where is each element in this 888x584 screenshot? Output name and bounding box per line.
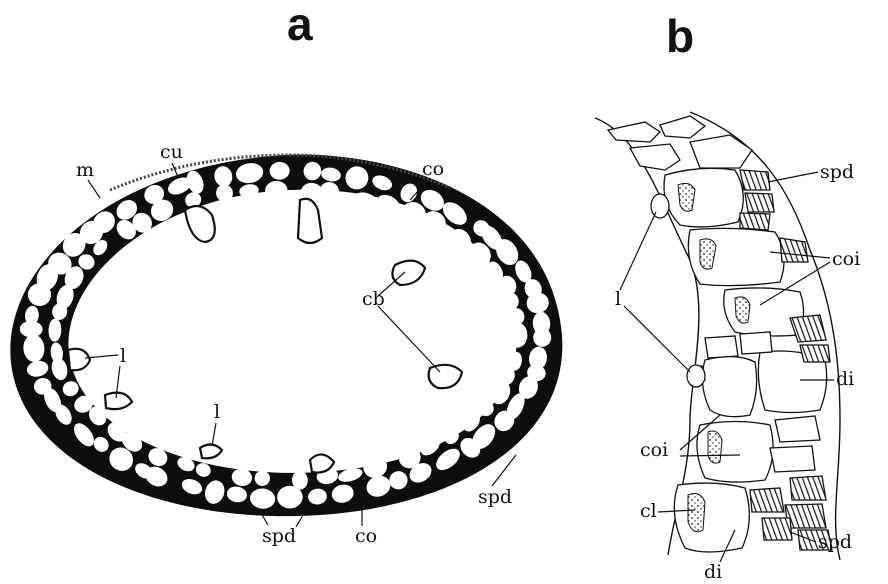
label-cl: cl	[640, 500, 657, 522]
label-spd-bottom: spd	[262, 525, 296, 547]
label-l-center: l	[214, 401, 220, 423]
label-m: m	[76, 159, 94, 181]
label-spd-bottom-b: spd	[818, 531, 852, 553]
label-co-bottom: co	[355, 525, 377, 547]
label-spd-top-b: spd	[820, 161, 854, 183]
panel-a-cross-section	[10, 155, 562, 517]
label-l-b: l	[615, 288, 621, 310]
label-co-top: co	[422, 158, 444, 180]
label-di-bottom: di	[704, 561, 722, 583]
panel-a-letter: a	[287, 0, 313, 50]
label-spd-right: spd	[478, 486, 512, 508]
label-coi-left: coi	[640, 439, 668, 461]
ring-cell	[508, 323, 528, 348]
label-l-left: l	[120, 345, 126, 367]
panel-b-letter: b	[666, 10, 694, 62]
label-coi-right: coi	[832, 248, 860, 270]
label-di-right: di	[836, 368, 854, 390]
label-cu: cu	[160, 141, 183, 163]
label-cb: cb	[362, 288, 385, 310]
panel-b-wall-section	[595, 112, 840, 560]
